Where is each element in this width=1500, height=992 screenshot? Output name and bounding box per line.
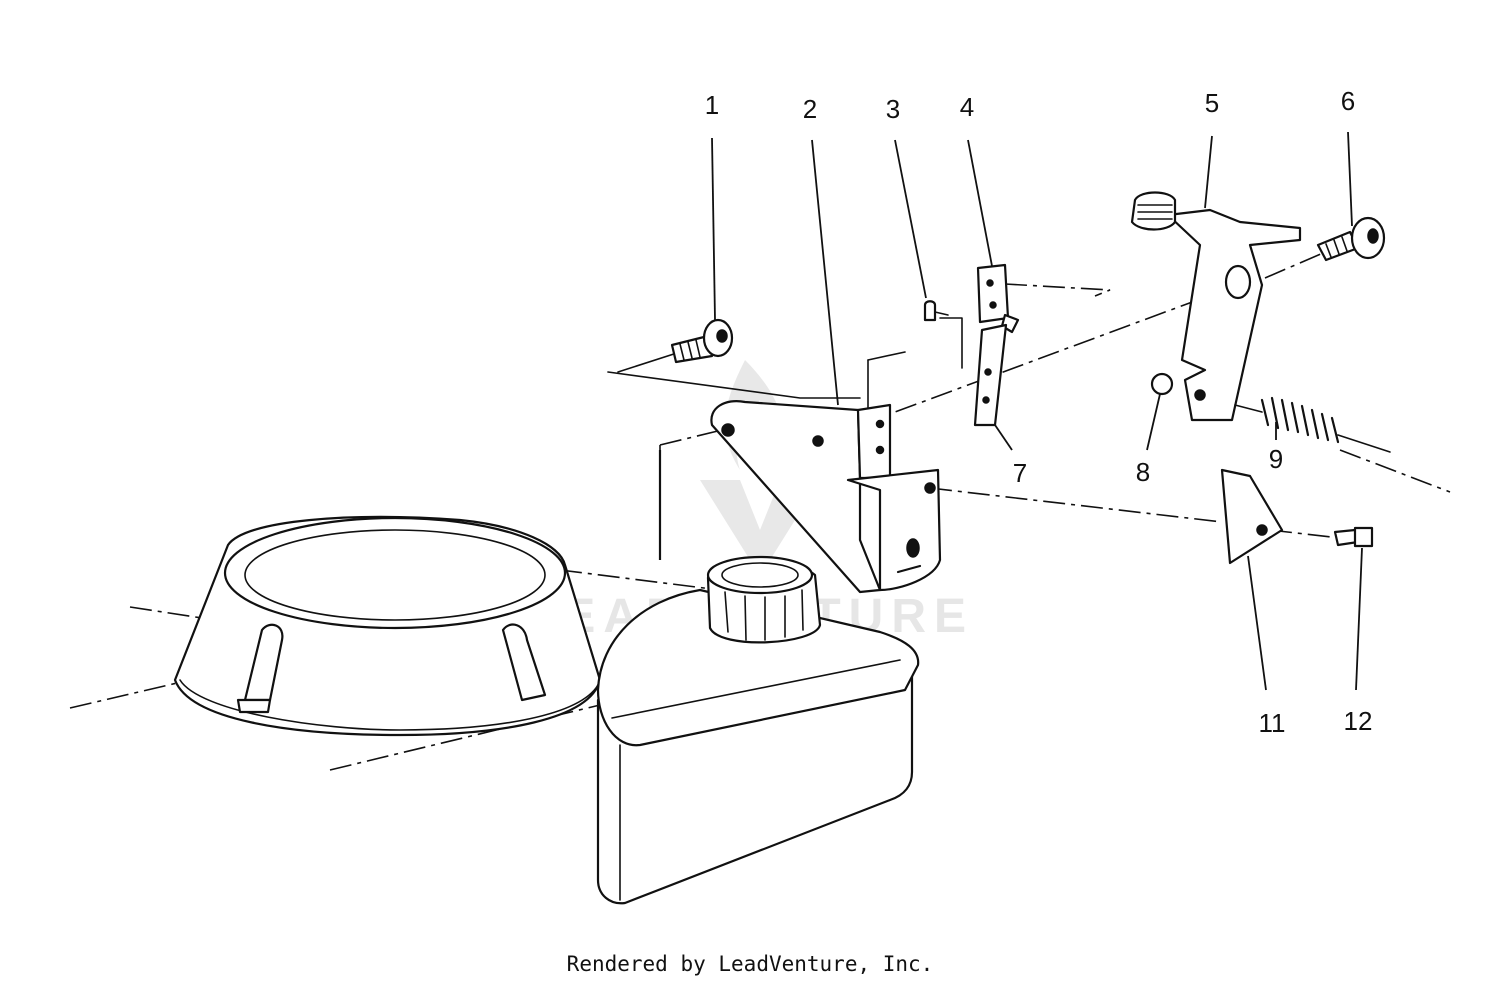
throttle-bracket — [710, 400, 942, 594]
centerlines — [69, 249, 1451, 771]
link-part-7 — [973, 323, 1008, 427]
callout-8: 8 — [1136, 457, 1150, 487]
callout-2: 2 — [803, 94, 817, 124]
throttle-lever-part-5 — [1130, 191, 1302, 422]
footer-credit: Rendered by LeadVenture, Inc. — [566, 952, 934, 976]
fuel-tank — [596, 450, 920, 905]
callout-5: 5 — [1205, 88, 1219, 118]
bolt-part-6 — [1316, 216, 1386, 262]
screw-part-12 — [1333, 526, 1374, 548]
ball-part-8 — [1150, 372, 1174, 396]
callouts: 1 2 3 4 5 6 7 8 9 11 12 — [705, 86, 1373, 738]
callout-6: 6 — [1341, 86, 1355, 116]
screw-part-1 — [670, 318, 734, 364]
fuel-cap — [706, 555, 822, 644]
callout-1: 1 — [705, 90, 719, 120]
callout-3: 3 — [886, 94, 900, 124]
leader-lines — [711, 131, 1363, 691]
callout-11: 11 — [1259, 708, 1286, 738]
blower-housing — [173, 515, 602, 737]
spring-part-9 — [1234, 396, 1391, 453]
plate-part-11 — [1220, 468, 1284, 565]
callout-9: 9 — [1269, 444, 1283, 474]
clip-part-4 — [976, 263, 1020, 334]
screw-part-3 — [923, 300, 949, 322]
callout-7: 7 — [1013, 458, 1027, 488]
callout-12: 12 — [1344, 706, 1373, 736]
callout-4: 4 — [960, 92, 974, 122]
